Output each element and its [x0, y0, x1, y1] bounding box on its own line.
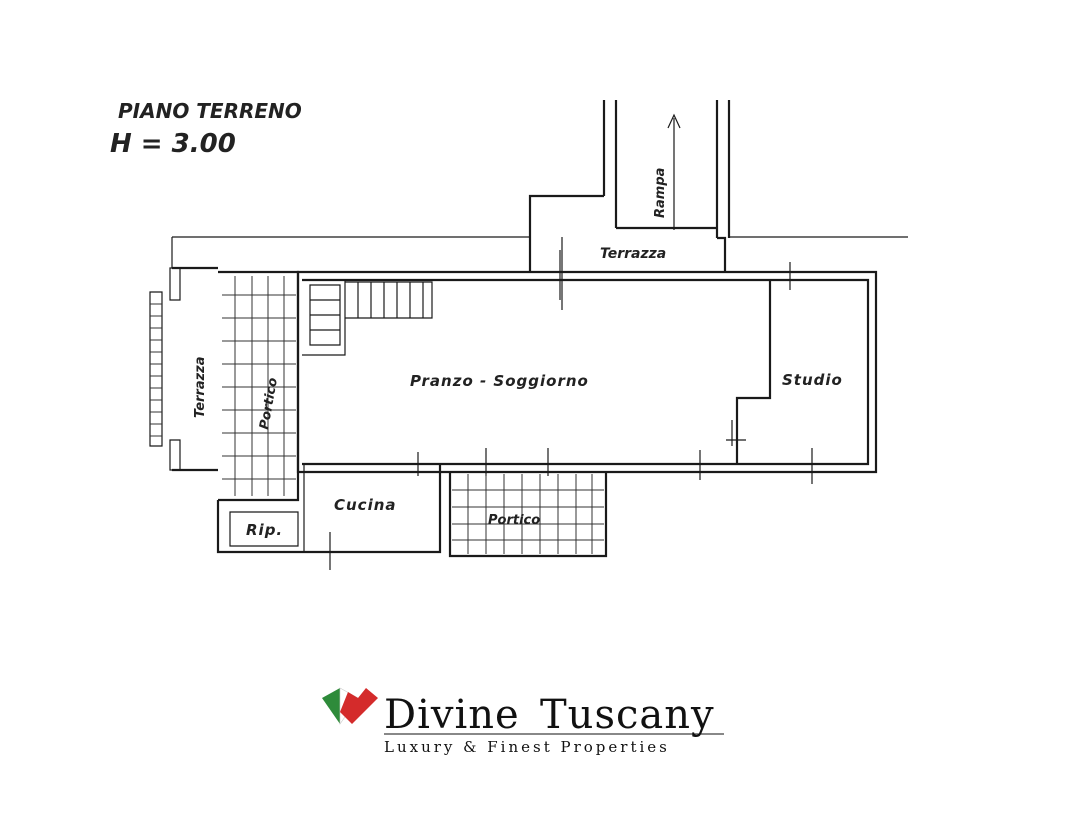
terrazza-top-wall-b — [616, 226, 727, 272]
label-portico-left: Portico — [257, 377, 281, 431]
stair-flight — [345, 281, 433, 319]
label-portico-bottom: Portico — [488, 513, 540, 528]
label-cucina: Cucina — [334, 496, 397, 514]
terrazza-top-wall — [528, 194, 604, 272]
label-pranzo-soggiorno: Pranzo - Soggiorno — [410, 372, 589, 390]
label-studio: Studio — [782, 371, 843, 389]
main-inner-wall — [302, 278, 870, 466]
rampa-wall-right — [715, 100, 731, 238]
portico-left-grid — [222, 276, 296, 496]
portico-bottom-wall — [448, 472, 608, 558]
portico-left-wall — [218, 270, 300, 502]
label-terrazza-left: Terrazza — [193, 356, 208, 418]
rip-box — [229, 511, 299, 547]
plan-height-label: H = 3.00 — [110, 129, 236, 159]
label-rampa: Rampa — [653, 168, 668, 218]
rampa-wall-left — [602, 100, 618, 228]
rampa-arrow — [667, 113, 681, 230]
label-rip: Rip. — [246, 521, 283, 539]
lower-wing-wall — [216, 464, 442, 554]
brand-logo: Divine Tuscany Luxury & Finest Propertie… — [322, 687, 724, 756]
label-terrazza-top: Terrazza — [600, 246, 666, 262]
plan-heading: PIANO TERRENO — [118, 99, 302, 123]
studio-partition — [735, 280, 772, 464]
terrazza-left-posts — [169, 267, 181, 471]
stair-box — [302, 279, 346, 356]
stair-spiral — [309, 284, 341, 346]
brand-name-part2: Tuscany — [540, 692, 715, 738]
portico-bottom-grid — [452, 474, 604, 554]
brand-tagline: Luxury & Finest Properties — [384, 738, 670, 756]
terrazza-left-railing — [149, 291, 163, 447]
opening-marks — [329, 250, 813, 570]
railing-balusters — [150, 303, 162, 437]
brand-name-part1: Divine — [384, 692, 520, 738]
